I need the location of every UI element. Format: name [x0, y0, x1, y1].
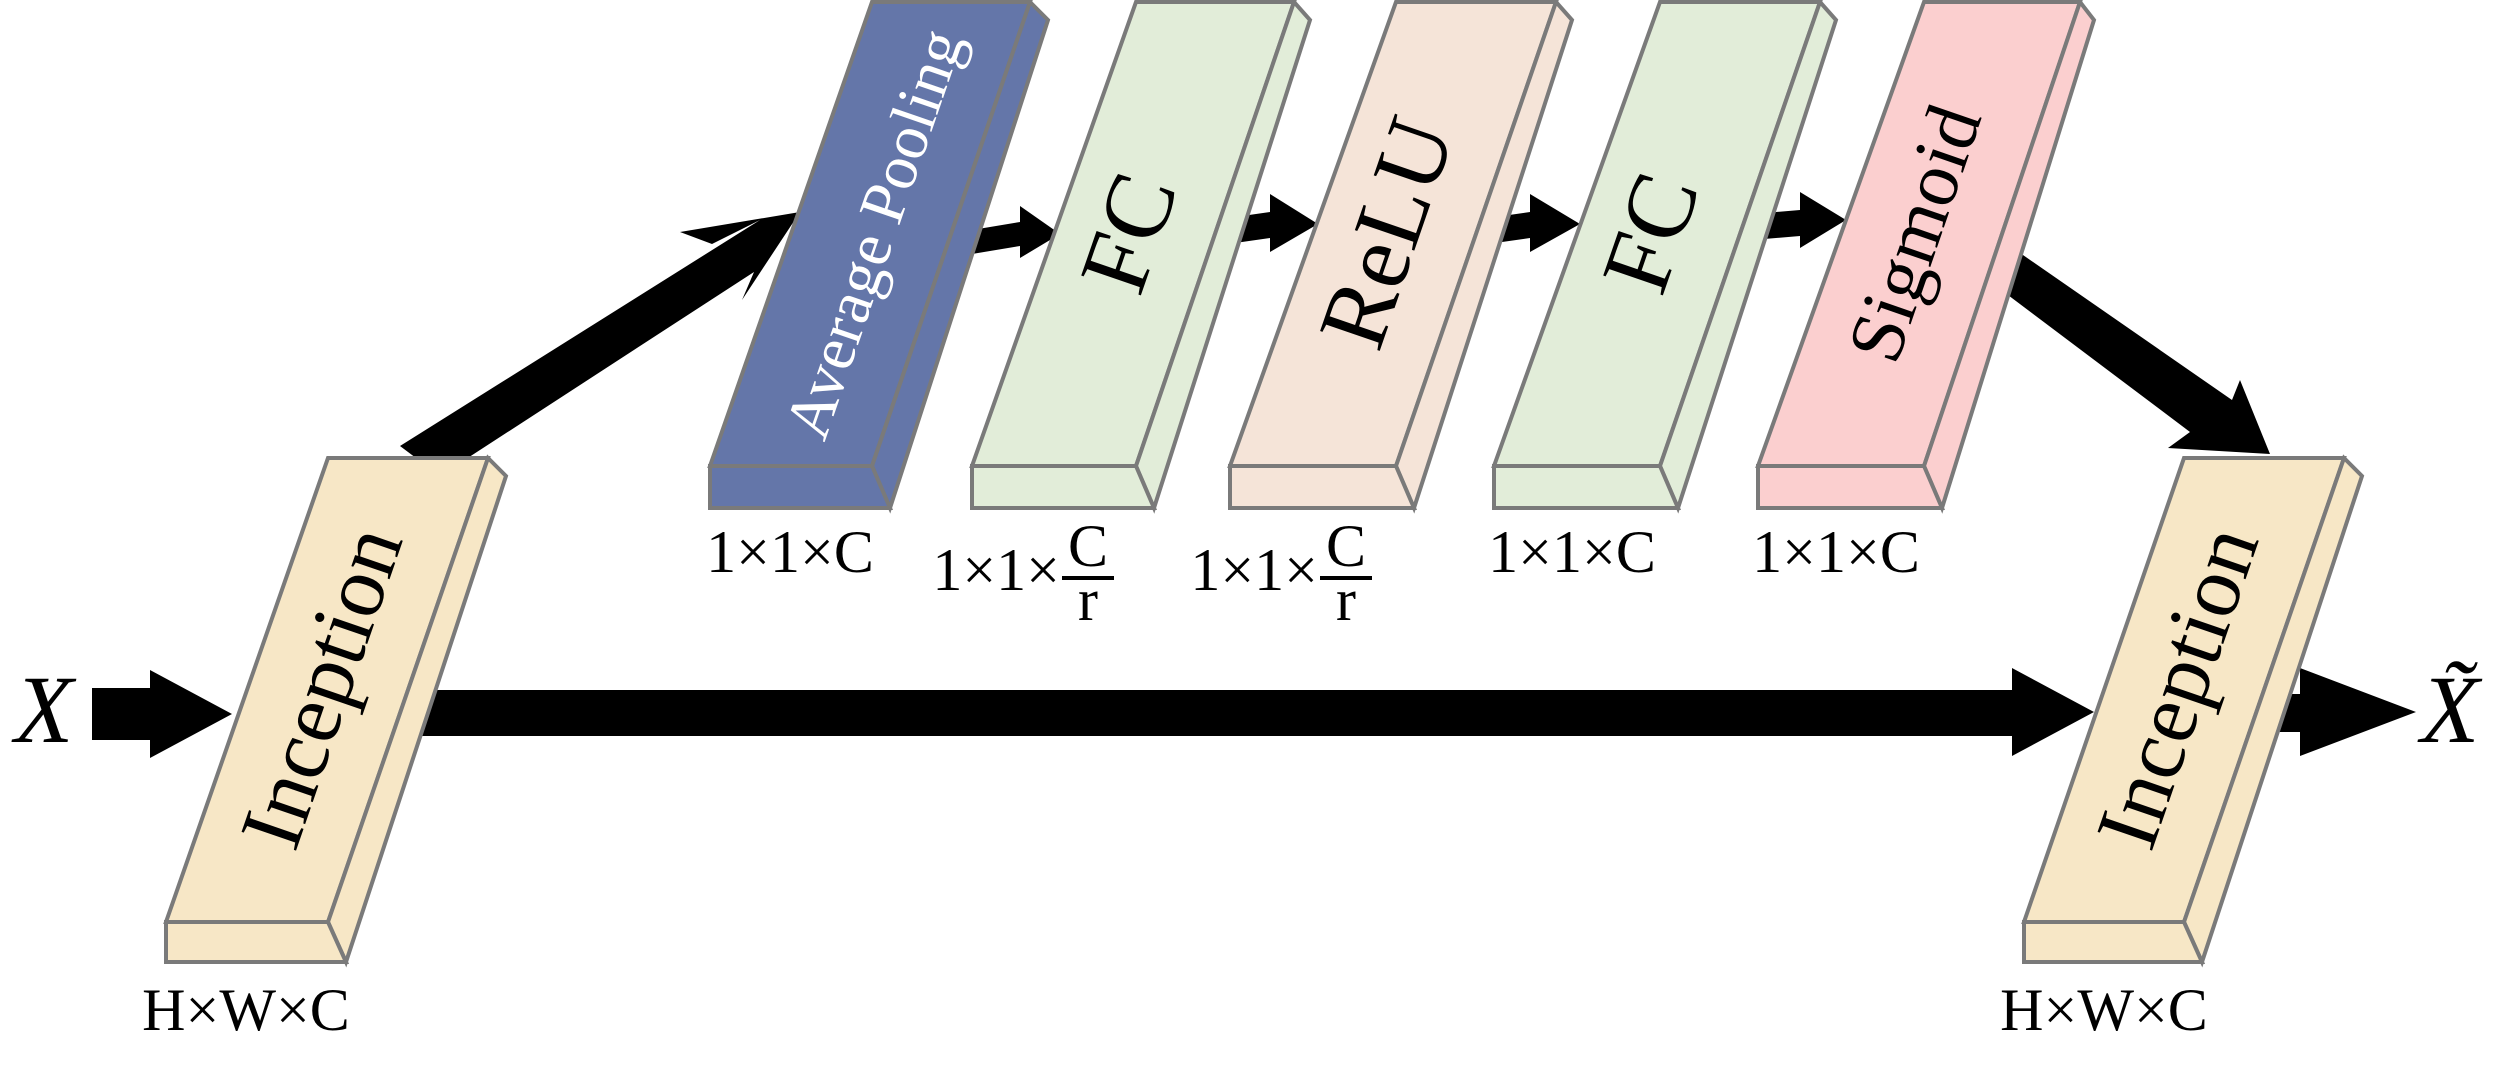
- arrow-to-pooling: [400, 212, 800, 476]
- arrow-relu-to-fc: [1488, 194, 1580, 252]
- block-sigmoid-bottom: [1756, 464, 1946, 510]
- dims-inception-out: H×W×C: [2000, 977, 2208, 1043]
- block-inception-in-bottom: [164, 920, 350, 964]
- block-relu: [1227, 0, 1575, 514]
- block-fc-2-bottom: [1492, 464, 1682, 510]
- block-fc-1: [969, 0, 1313, 514]
- arrow-to-inception-out: [1996, 246, 2270, 454]
- input-symbol: X: [11, 656, 77, 763]
- arrow-skip: [412, 668, 2094, 756]
- arrow-fc-to-sigmoid: [1752, 192, 1846, 248]
- dims-fc-1-denominator: r: [1078, 567, 1098, 633]
- dims-relu-prefix: 1×1×: [1190, 537, 1318, 603]
- block-avg-pool: [707, 0, 1051, 514]
- arrow-fc-to-relu: [1228, 194, 1318, 252]
- dims-inception-in: H×W×C: [142, 977, 350, 1043]
- output-symbol: X̃: [2417, 656, 2483, 763]
- dimension-labels: H×W×C 1×1×C 1×1× C r 1×1× C r 1×1×C 1×1×…: [142, 513, 2208, 1043]
- arrow-output: [2268, 668, 2416, 756]
- block-relu-bottom: [1228, 464, 1418, 510]
- arrow-pool-to-fc: [972, 206, 1060, 258]
- block-inception-out-bottom: [2022, 920, 2206, 964]
- dims-fc-2: 1×1×C: [1488, 519, 1656, 585]
- dims-relu-denominator: r: [1336, 567, 1356, 633]
- dims-relu: 1×1× C r: [1190, 513, 1372, 633]
- block-sigmoid: [1755, 0, 2097, 514]
- block-fc-2: [1491, 0, 1839, 514]
- dims-relu-numerator: C: [1326, 513, 1366, 579]
- dims-avg-pool: 1×1×C: [706, 519, 874, 585]
- block-avg-pool-bottom: [708, 464, 894, 510]
- block-fc-1-bottom: [970, 464, 1158, 510]
- arrow-input: [92, 670, 232, 758]
- dims-fc-1-numerator: C: [1068, 513, 1108, 579]
- dims-fc-1-prefix: 1×1×: [932, 537, 1060, 603]
- dims-fc-1: 1×1× C r: [932, 513, 1114, 633]
- arrows: [92, 192, 2416, 758]
- blocks: [163, 0, 2365, 968]
- block-inception-out: [2021, 454, 2365, 968]
- block-inception-in: [163, 454, 509, 968]
- dims-sigmoid: 1×1×C: [1752, 519, 1920, 585]
